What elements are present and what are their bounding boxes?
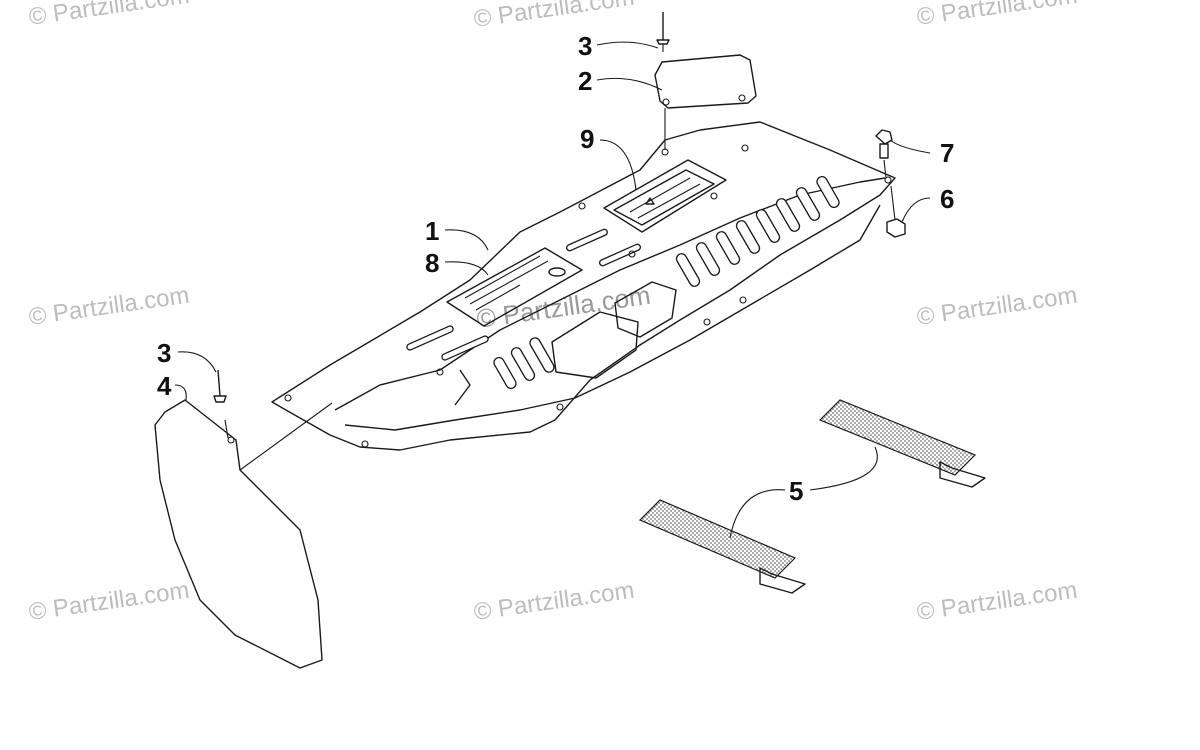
watermark-center: © Partzilla.com bbox=[475, 280, 653, 334]
callout-8-decal: 8 bbox=[425, 248, 439, 278]
plate bbox=[654, 54, 757, 109]
watermark: © Partzilla.com bbox=[915, 577, 1079, 626]
callout-labels: 3 2 9 1 8 7 6 3 4 5 bbox=[157, 31, 954, 506]
warning-decal bbox=[603, 159, 727, 233]
callout-7-bolt: 7 bbox=[940, 138, 954, 168]
watermark-layer: © Partzilla.com © Partzilla.com © Partzi… bbox=[27, 0, 1079, 626]
callout-1-cover: 1 bbox=[425, 216, 439, 246]
bolt bbox=[875, 129, 893, 179]
nut bbox=[886, 185, 906, 238]
watermark: © Partzilla.com bbox=[915, 282, 1079, 331]
callout-3-rivet-lower: 3 bbox=[157, 338, 171, 368]
callout-5-strips: 5 bbox=[789, 476, 803, 506]
watermark: © Partzilla.com bbox=[472, 0, 636, 33]
vent-slots bbox=[493, 175, 840, 390]
callout-2-plate: 2 bbox=[578, 66, 592, 96]
mounting-holes bbox=[284, 144, 892, 448]
cover-panel bbox=[271, 121, 896, 451]
watermark: © Partzilla.com bbox=[915, 0, 1079, 31]
hook-and-loop-strips bbox=[638, 399, 986, 594]
callout-4-flap: 4 bbox=[157, 371, 172, 401]
leader-lines bbox=[174, 41, 931, 539]
rivet-lower bbox=[213, 369, 227, 403]
flap bbox=[154, 399, 333, 669]
callout-3-rivet: 3 bbox=[578, 31, 592, 61]
info-decal bbox=[446, 247, 583, 327]
watermark: © Partzilla.com bbox=[27, 0, 191, 31]
rivet-top bbox=[656, 12, 670, 150]
watermark: © Partzilla.com bbox=[472, 577, 636, 626]
callout-9-decal: 9 bbox=[580, 124, 594, 154]
watermark: © Partzilla.com bbox=[27, 282, 191, 331]
watermark: © Partzilla.com bbox=[27, 577, 191, 626]
callout-6-nut: 6 bbox=[940, 184, 954, 214]
